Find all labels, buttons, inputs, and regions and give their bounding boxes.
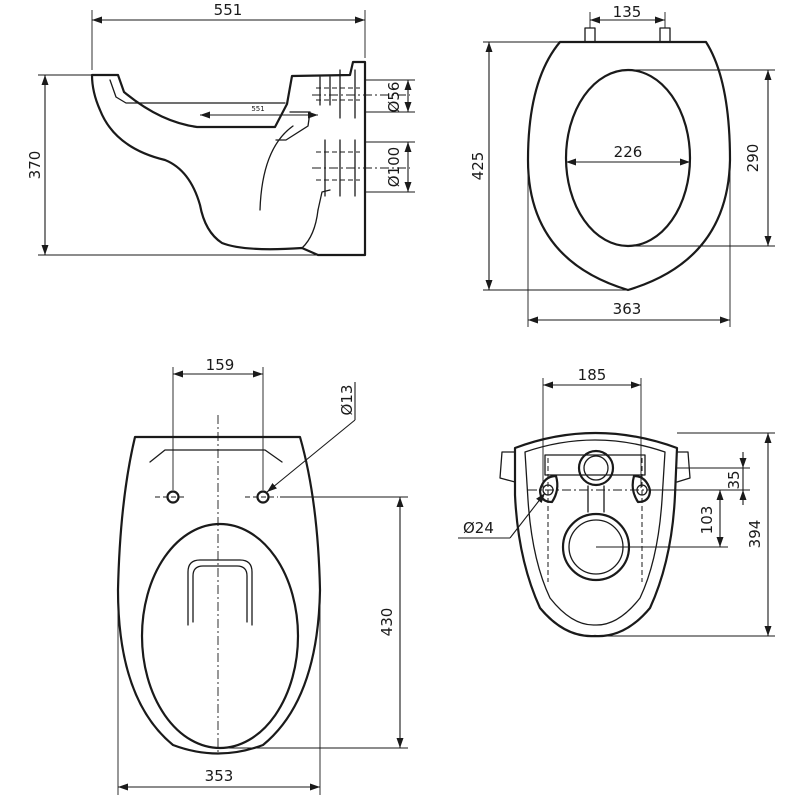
label-overall-length: 551 (214, 1, 243, 19)
dim-bolt-spacing: 159 (172, 356, 264, 490)
label-bolt-hole-diameter: Ø13 (338, 385, 356, 416)
top-view: 159 Ø13 430 353 (116, 356, 408, 795)
label-mount-offset: 35 (725, 470, 743, 489)
label-height: 370 (26, 151, 44, 180)
dim-mount-hole-diameter: Ø24 (458, 492, 546, 539)
dim-inner-length: 551 (200, 105, 318, 119)
dim-outlet-diameter: Ø100 (365, 141, 415, 193)
dim-outlet-offset: 103 (596, 490, 728, 548)
label-bowl-width: 353 (205, 767, 234, 785)
label-inlet-diameter: Ø56 (385, 82, 403, 113)
label-opening-width: 226 (614, 143, 643, 161)
label-outlet-diameter: Ø100 (385, 147, 403, 187)
label-seat-length: 425 (469, 152, 487, 181)
dim-height: 370 (26, 74, 318, 256)
label-mount-hole-diameter: Ø24 (463, 519, 494, 537)
label-back-height: 394 (746, 520, 764, 549)
dim-mount-spacing: 185 (542, 366, 642, 488)
dim-mount-offset: 35 (650, 452, 750, 505)
back-view: 185 35 103 Ø24 394 (458, 366, 775, 638)
seat-view: 135 425 290 226 363 (469, 3, 775, 327)
back-outline (499, 431, 691, 638)
dim-opening-length: 290 (628, 69, 775, 247)
label-outlet-offset: 103 (698, 506, 716, 535)
label-opening-length: 290 (744, 144, 762, 173)
label-inner-length: 551 (251, 105, 264, 113)
dim-bowl-length: 430 (220, 496, 408, 749)
label-mount-spacing: 185 (578, 366, 607, 384)
bowl-outline (116, 435, 322, 755)
side-view: 551 551 370 Ø56 Ø100 (26, 1, 415, 257)
dim-seat-width: 363 (527, 160, 731, 327)
side-view-outline (90, 60, 367, 257)
dim-inlet-diameter: Ø56 (365, 79, 415, 113)
dim-seat-length: 425 (469, 41, 628, 291)
label-hinge-spacing: 135 (613, 3, 642, 21)
label-bolt-spacing: 159 (206, 356, 235, 374)
mount-hole-right (631, 474, 652, 504)
label-bowl-length: 430 (378, 608, 396, 637)
dim-back-height: 394 (595, 432, 775, 637)
dim-bowl-width: 353 (117, 590, 321, 795)
dim-overall-length: 551 (91, 1, 366, 70)
dim-hinge-spacing: 135 (589, 3, 666, 28)
dim-bolt-hole-diameter: Ø13 (266, 382, 356, 493)
label-seat-width: 363 (613, 300, 642, 318)
dim-opening-width: 226 (566, 143, 690, 166)
